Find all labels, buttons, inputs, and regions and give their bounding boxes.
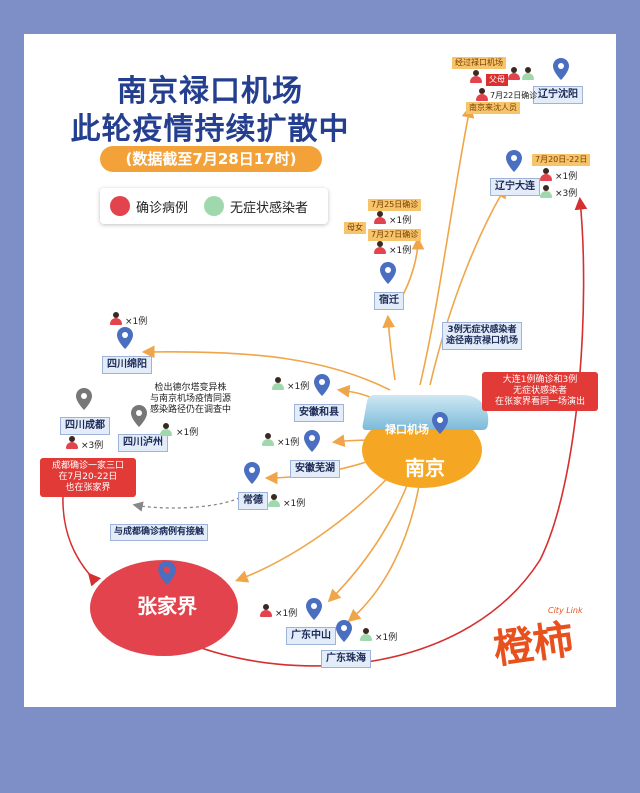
suqian-count-2: ×1例 [389,246,412,256]
brand-sub: City Link [548,606,583,615]
nanjing-label: 南京 [405,456,445,480]
city-label-hexian: 安徽和县 [294,404,344,422]
city-label-luzhou: 四川泸州 [118,434,168,452]
zhongshan-count: ×1例 [275,609,298,619]
person-asymptomatic-icon [522,67,534,80]
person-confirmed-icon [260,604,272,617]
city-label-dalian: 辽宁大连 [490,178,540,196]
contact-note: 与成都确诊病例有接触 [110,524,209,541]
city-label-shenyang: 辽宁沈阳 [533,86,583,104]
city-label-mianyang: 四川绵阳 [102,356,152,374]
shenyang-visitor-tag: 南京来沈人员 [466,102,520,114]
delta-variant-note: 检出德尔塔变异株 与南京机场疫情同源 感染路径仍在调查中 [150,383,232,415]
luzhou-pin-icon [131,405,147,427]
person-asymptomatic-icon [540,185,552,198]
suqian-count-1: ×1例 [389,216,412,226]
legend-confirmed-label: 确诊病例 [136,201,189,216]
hexian-count: ×1例 [287,382,310,392]
suqian-date2-tag: 7月27日确诊 [368,229,422,241]
shenyang-date: 7月22日确诊 [490,91,538,100]
person-confirmed-icon [470,70,482,83]
person-asymptomatic-icon [268,494,280,507]
shenyang-pin-icon [553,58,569,80]
suqian-date1-tag: 7月25日确诊 [368,199,422,211]
dalian-pin-icon [506,150,522,172]
zhuhai-pin-icon [336,620,352,642]
title-line-1: 南京禄口机场 [117,74,303,109]
arrow-to-zhongshan [327,477,411,603]
person-confirmed-icon [374,241,386,254]
arrow-to-mianyang [141,345,391,391]
city-label-chengdu: 四川成都 [60,417,110,435]
person-asymptomatic-icon [360,628,372,641]
shenyang-father-tag: 父母 [486,74,508,86]
legend: 确诊病例 无症状感染者 [100,188,328,224]
city-label-zhuhai: 广东珠海 [321,650,371,668]
arrow-to-zhangjiajie [235,469,396,583]
dalian-confirmed-count: ×1例 [555,172,578,182]
dalian-date-tag: 7月20日-22日 [532,154,591,166]
person-confirmed-icon [374,211,386,224]
airport-label: 禄口机场 [385,423,429,436]
mianyang-pin-icon [117,327,133,349]
subtitle: (数据截至7月28日17时) [100,146,322,172]
title-line-2: 此轮疫情持续扩散中 [70,112,350,147]
asymptomatic-via-note: 3例无症状感染者 途径南京禄口机场 [442,322,523,350]
suqian-mother-tag: 母女 [344,222,366,234]
city-label-wuhu: 安徽芜湖 [290,460,340,478]
person-asymptomatic-icon [160,423,172,436]
arrow-to-suqian [382,314,396,381]
zhuhai-count: ×1例 [375,633,398,643]
shenyang-transit-tag: 经过禄口机场 [452,57,506,69]
zhangjiajie-pin-icon [158,561,176,585]
mianyang-count: ×1例 [125,317,148,327]
person-confirmed-icon [508,67,520,80]
asymptomatic-dot-icon [204,196,224,216]
chengdu-zjj-note: 成都确诊一家三口 在7月20-22日 也在张家界 [40,458,136,497]
city-label-changde: 常德 [238,492,268,510]
person-asymptomatic-icon [262,433,274,446]
arrow-changde-to-zjj [132,494,246,512]
person-confirmed-icon [476,88,488,101]
changde-pin-icon [244,462,260,484]
person-confirmed-icon [66,436,78,449]
person-asymptomatic-icon [272,377,284,390]
city-label-suqian: 宿迁 [374,292,404,310]
arrow-to-dalian [429,185,507,386]
wuhu-count: ×1例 [277,438,300,448]
brand-logo: 橙柿 [490,615,577,674]
arrow-zjj-to-dalian [179,196,588,667]
zhangjiajie-label: 张家界 [137,594,197,618]
person-confirmed-icon [110,312,122,325]
changde-count: ×1例 [283,499,306,509]
person-confirmed-icon [540,168,552,181]
dalian-zjj-note: 大连1例确诊和3例 无症状感染者 在张家界看同一场演出 [482,372,598,411]
arrow-to-zhuhai [347,479,421,623]
zhongshan-pin-icon [306,598,322,620]
city-label-zhongshan: 广东中山 [286,627,336,645]
legend-asymptomatic-label: 无症状感染者 [230,201,309,216]
chengdu-pin-icon [76,388,92,410]
nanjing-pin-icon [432,412,448,434]
chengdu-count: ×3例 [81,441,104,451]
wuhu-pin-icon [304,430,320,452]
arrow-to-shenyang [419,104,475,386]
luzhou-count: ×1例 [176,428,199,438]
dalian-asymptomatic-count: ×3例 [555,189,578,199]
confirmed-dot-icon [110,196,130,216]
hexian-pin-icon [314,374,330,396]
suqian-pin-icon [380,262,396,284]
